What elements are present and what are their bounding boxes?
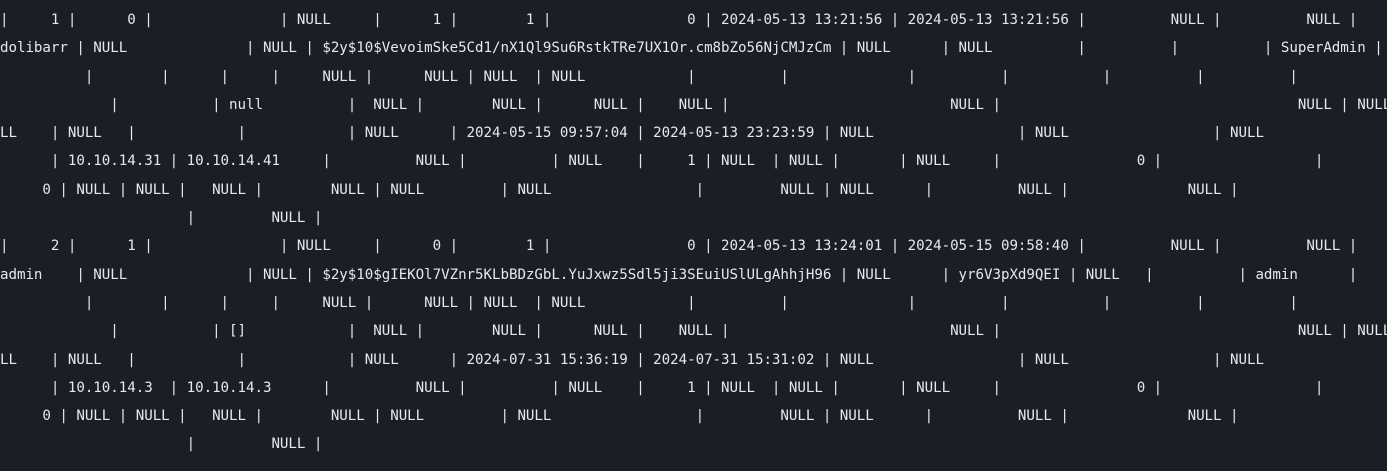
output-line: | | [] | NULL | NULL | NULL | NULL | NUL… xyxy=(0,323,1387,340)
output-line: LL | NULL | | | NULL | 2024-05-15 09:57:… xyxy=(0,125,1264,142)
output-line: | 2 | 1 | | NULL | 0 | 1 | 0 | 2024-05-1… xyxy=(0,238,1358,255)
output-line: LL | NULL | | | NULL | 2024-07-31 15:36:… xyxy=(0,351,1264,368)
output-line: | 1 | 0 | | NULL | 1 | 1 | 0 | 2024-05-1… xyxy=(0,12,1358,28)
output-line: 0 | NULL | NULL | NULL | NULL | NULL | N… xyxy=(0,408,1239,425)
output-line: | 10.10.14.31 | 10.10.14.41 | NULL | | N… xyxy=(0,153,1324,170)
output-line: | NULL | xyxy=(0,436,323,453)
output-line: | | | | NULL | NULL | NULL | NULL | | | … xyxy=(0,294,1298,311)
output-line: dolibarr | NULL | NULL | $2y$10$VevoimSk… xyxy=(0,40,1383,57)
output-line: admin | NULL | NULL | $2y$10$gIEKOl7VZnr… xyxy=(0,266,1358,283)
output-line: | | | | NULL | NULL | NULL | NULL | | | … xyxy=(0,68,1298,85)
output-line: | NULL | xyxy=(0,210,323,227)
output-line: | 10.10.14.3 | 10.10.14.3 | NULL | | NUL… xyxy=(0,379,1324,396)
output-line: | | null | NULL | NULL | NULL | NULL | N… xyxy=(0,96,1387,113)
output-line: 0 | NULL | NULL | NULL | NULL | NULL | N… xyxy=(0,181,1239,198)
sql-query-output: | 1 | 0 | | NULL | 1 | 1 | 0 | 2024-05-1… xyxy=(0,6,1387,459)
